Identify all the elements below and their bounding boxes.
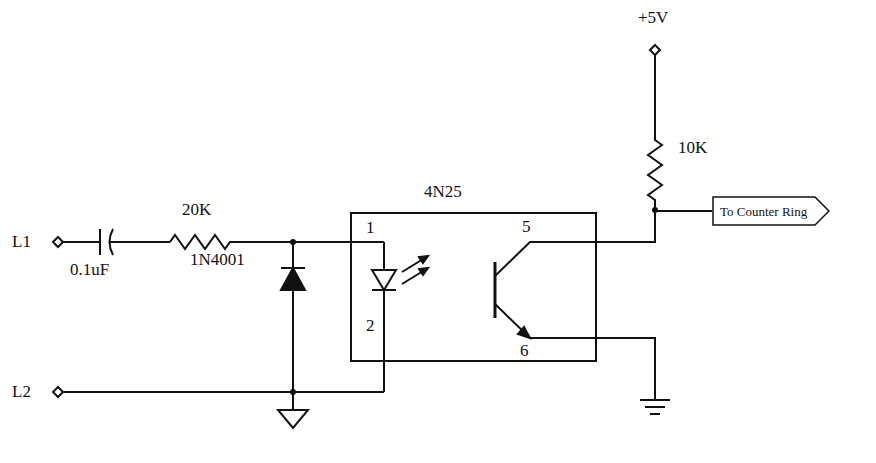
earth-symbol (640, 400, 670, 414)
component-label: 10K (678, 138, 707, 158)
arrowhead (518, 327, 530, 338)
component-label: 20K (182, 200, 211, 220)
component-label: L1 (12, 232, 31, 252)
diode-symbol (281, 268, 305, 290)
light-arrows (402, 256, 428, 284)
terminal-symbol (650, 45, 660, 55)
pin-number: 2 (366, 316, 375, 336)
ground-symbol (278, 410, 308, 428)
component-label: 1N4001 (190, 250, 245, 270)
part-name: 4N25 (424, 182, 462, 202)
diode-symbol (281, 242, 305, 268)
wire (597, 211, 712, 242)
pin-number: 5 (522, 217, 531, 237)
resistor-symbol (648, 55, 662, 210)
terminal-symbol (53, 387, 63, 397)
junction-dot (290, 239, 296, 245)
arrowhead (419, 256, 428, 275)
junction-dot (290, 389, 296, 395)
signal-tag: To Counter Ring (712, 196, 830, 226)
wire (109, 241, 170, 243)
component-label: L2 (12, 382, 31, 402)
optocoupler-package: 4N25 (350, 212, 597, 362)
transistor-collector (495, 242, 597, 276)
component-label: +5V (638, 8, 668, 28)
tag-outline (713, 197, 829, 225)
transistor-emitter (495, 304, 655, 400)
pin-number: 6 (520, 341, 529, 361)
pin-number: 1 (366, 218, 375, 238)
terminal-symbol (53, 237, 63, 247)
component-label: 0.1uF (70, 260, 109, 280)
wire (63, 241, 100, 243)
transistor-base (494, 262, 497, 318)
led-symbol (372, 242, 396, 392)
signal-name: To Counter Ring (720, 203, 807, 221)
wire (63, 391, 384, 393)
